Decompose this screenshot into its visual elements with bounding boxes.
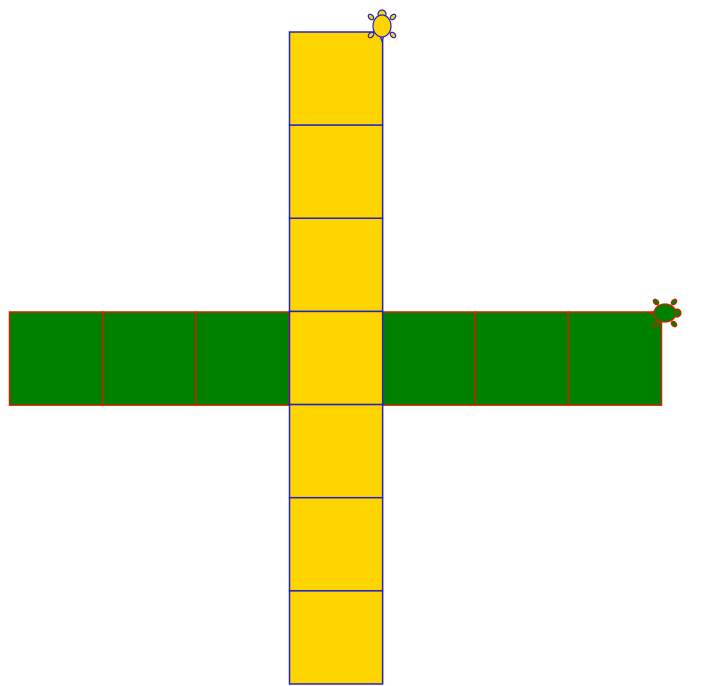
green-square xyxy=(10,312,103,405)
yellow-square xyxy=(290,218,383,311)
yellow-square xyxy=(290,125,383,218)
green-square xyxy=(382,312,475,405)
yellow-square-column xyxy=(290,32,383,684)
green-square xyxy=(103,312,196,405)
green-square xyxy=(568,312,661,405)
yellow-square xyxy=(290,32,383,125)
green-square xyxy=(196,312,289,405)
yellow-square xyxy=(290,498,383,591)
yellow-square xyxy=(290,405,383,498)
yellow-square xyxy=(290,311,383,404)
yellow-square xyxy=(290,591,383,684)
green-square xyxy=(475,312,568,405)
